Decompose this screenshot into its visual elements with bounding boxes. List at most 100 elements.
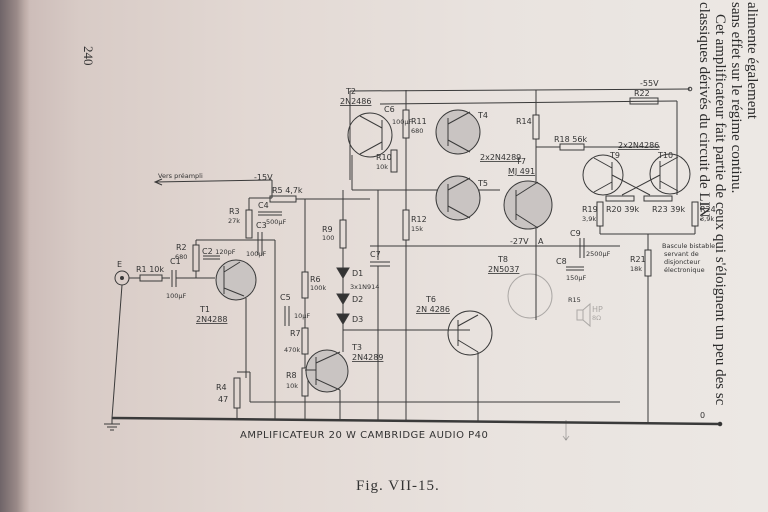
label-t6: T6: [425, 295, 436, 304]
label-r1: R1 10k: [136, 265, 164, 274]
t9-transistor: [582, 154, 624, 196]
r12-resistor: [402, 209, 410, 241]
label-r8: R8: [286, 371, 297, 380]
label-t9: T9: [609, 151, 620, 160]
label-c3-value: 100µF: [246, 250, 267, 258]
label-r2: R2: [176, 243, 187, 252]
r19-resistor: [596, 201, 604, 227]
r22-resistor: [629, 97, 659, 105]
label-r10-value: 10k: [376, 163, 388, 171]
r20-resistor: [605, 195, 635, 202]
r14-potentiometer: [532, 114, 540, 140]
schematic-title: AMPLIFICATEUR 20 W CAMBRIDGE AUDIO P40: [240, 430, 489, 441]
label-t1-type: 2N4288: [196, 315, 227, 324]
ground-bus: [111, 416, 721, 426]
label-r15: R15: [568, 296, 581, 304]
label-r10: R10: [376, 153, 392, 162]
label-r14: R14: [516, 117, 532, 126]
r18-resistor: [559, 143, 585, 151]
t5-transistor: [435, 175, 481, 221]
arrow-left-icon: [153, 178, 163, 186]
label-r5: R5 4,7k: [272, 186, 303, 195]
label-diode-type: 3x1N914: [350, 283, 379, 291]
label-c6: C6: [384, 105, 395, 114]
label-d1: D1: [352, 269, 363, 278]
label-t1: T1: [199, 305, 210, 314]
r9-resistor: [339, 219, 347, 249]
label-midpoint-27v: -27V: [510, 237, 529, 246]
r2-resistor: [192, 244, 200, 272]
r1-resistor: [139, 274, 163, 282]
r3-resistor: [245, 209, 253, 239]
label-c9-value: 2500µF: [586, 250, 611, 258]
label-r11: R11: [411, 117, 427, 126]
label-r7: R7: [290, 329, 301, 338]
label-node-a: A: [538, 237, 544, 246]
label-r23: R23 39k: [652, 205, 685, 214]
supply-terminal: [687, 86, 693, 92]
label-t5: T5: [477, 179, 488, 188]
label-r9: R9: [322, 225, 333, 234]
label-r3-value: 27k: [228, 217, 240, 225]
figure-caption: Fig. VII-15.: [356, 478, 440, 494]
label-c1-value: 100µF: [166, 292, 187, 300]
label-supply-15v: -15V: [254, 173, 273, 182]
label-r12: R12: [411, 215, 427, 224]
ground-terminal: [717, 421, 723, 427]
label-t8-type: 2N5037: [488, 265, 519, 274]
r23-resistor: [643, 195, 673, 202]
label-t6-type: 2N 4286: [416, 305, 450, 314]
label-r3: R3: [229, 207, 240, 216]
t8-transistor: [507, 273, 553, 319]
arrow-down-icon: [562, 435, 570, 441]
note-line-1: Bascule bistable: [662, 242, 715, 250]
t3-transistor: [305, 349, 349, 393]
note-line-3: disjoncteur: [664, 258, 700, 266]
label-c9: C9: [570, 229, 581, 238]
label-r4-value: 47: [218, 395, 228, 404]
t10-transistor: [649, 153, 691, 195]
t6-transistor: [447, 310, 493, 356]
label-d2: D2: [352, 295, 363, 304]
label-t7-type: MJ 491: [508, 167, 535, 176]
label-r22: R22: [634, 89, 650, 98]
label-t2-type: 2N2486: [340, 97, 371, 106]
label-t3-type: 2N4289: [352, 353, 383, 362]
label-c8-value: 150µF: [566, 274, 587, 282]
label-r19: R19: [582, 205, 598, 214]
label-r24: R24: [700, 205, 716, 214]
label-c3: C3: [256, 221, 267, 230]
label-r6: R6: [310, 275, 321, 284]
label-c7: C7: [370, 250, 381, 259]
r21-resistor: [644, 249, 652, 277]
label-c8: C8: [556, 257, 567, 266]
label-vers-preampli: Vers préampli: [158, 172, 203, 180]
d2-diode-icon: [336, 293, 350, 305]
r24-resistor: [691, 201, 699, 227]
label-speaker-value: 8Ω: [592, 314, 601, 322]
label-r12-value: 15k: [411, 225, 423, 233]
label-c5: C5: [280, 293, 291, 302]
label-d3: D3: [352, 315, 363, 324]
label-r21-value: 18k: [630, 265, 642, 273]
ground-icon: [104, 418, 120, 431]
label-r20: R20 39k: [606, 205, 639, 214]
d1-diode-icon: [336, 267, 350, 279]
label-c5-value: 10µF: [294, 312, 310, 320]
note-line-4: électronique: [664, 266, 705, 274]
label-r21: R21: [630, 255, 646, 264]
label-r4: R4: [216, 383, 227, 392]
r4-resistor: [233, 377, 241, 409]
label-t9-t10-pair: 2x2N4286: [618, 141, 659, 150]
label-r24-value: 3,9k: [700, 215, 714, 223]
label-r19-value: 3,9k: [582, 215, 596, 223]
label-t10: T10: [657, 151, 673, 160]
label-r18: R18 56k: [554, 135, 587, 144]
label-r7-value: 470k: [284, 346, 300, 354]
label-r2-value: 680: [175, 253, 187, 261]
label-t3: T3: [351, 343, 362, 352]
label-t4-t5-pair: 2x2N4289: [480, 153, 521, 162]
label-c4: C4: [258, 201, 269, 210]
label-t4: T4: [477, 111, 488, 120]
